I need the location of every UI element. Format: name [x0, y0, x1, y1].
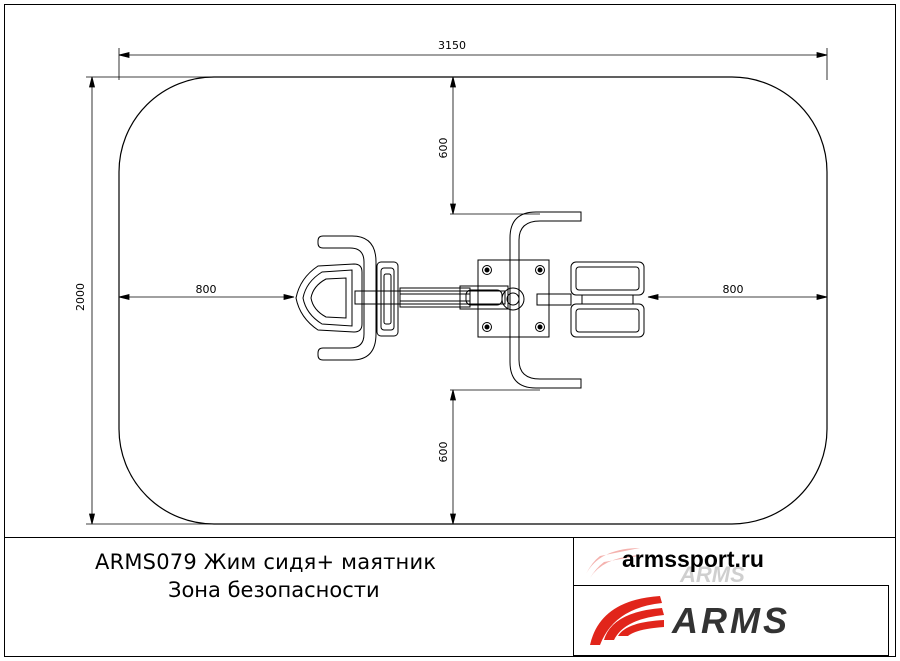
footrest-pad-bottom	[570, 303, 645, 338]
overall-width-label: 3150	[438, 39, 466, 52]
main-beam	[354, 290, 506, 305]
seat-handle-frame	[317, 235, 377, 361]
top-clearance-dimension	[449, 76, 540, 215]
pivot-post	[501, 287, 525, 311]
backrest-pad	[376, 261, 399, 337]
left-clearance-label: 800	[196, 283, 217, 296]
watermark-logo: ARMS	[586, 548, 745, 587]
overall-width-dimension	[118, 48, 828, 80]
website-link[interactable]: armssport.ru	[622, 546, 764, 572]
seat	[295, 263, 363, 333]
overall-depth-label: 2000	[74, 283, 87, 311]
right-clearance-label: 800	[723, 283, 744, 296]
svg-text:ARMS: ARMS	[671, 600, 790, 641]
overall-depth-dimension	[86, 76, 240, 525]
right-clearance-dimension	[647, 293, 828, 301]
bottom-clearance-dimension	[449, 389, 540, 525]
footrest-pad-top	[570, 261, 645, 296]
safety-zone-outline	[118, 76, 828, 525]
pendulum-handle-frame	[509, 211, 582, 389]
drawing-subtitle: Зона безопасности	[168, 578, 380, 602]
drawing-title: ARMS079 Жим сидя+ маятник	[95, 550, 437, 574]
base-plate	[477, 259, 550, 338]
top-clearance-label: 600	[437, 138, 450, 159]
bottom-clearance-label: 600	[437, 442, 450, 463]
drawing-frame	[4, 4, 896, 657]
equipment-top-view	[295, 211, 645, 389]
left-clearance-dimension	[118, 293, 295, 301]
logo-box	[573, 585, 889, 656]
svg-text:ARMS: ARMS	[679, 562, 745, 587]
arms-brand-logo: ARMS	[590, 596, 790, 645]
